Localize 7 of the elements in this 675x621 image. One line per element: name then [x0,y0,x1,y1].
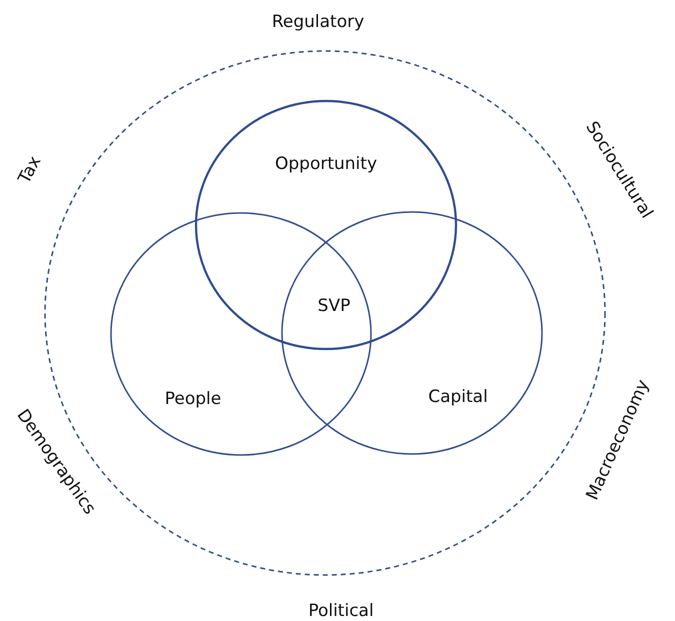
intersection-label: SVP [318,296,350,316]
circle-label: People [164,389,222,409]
circle-label: Capital [428,387,488,407]
factor-label: Tax [14,152,46,188]
circle-label: Opportunity [274,154,378,174]
factor-label: Political [308,601,374,621]
factor-label: Regulatory [272,12,364,32]
